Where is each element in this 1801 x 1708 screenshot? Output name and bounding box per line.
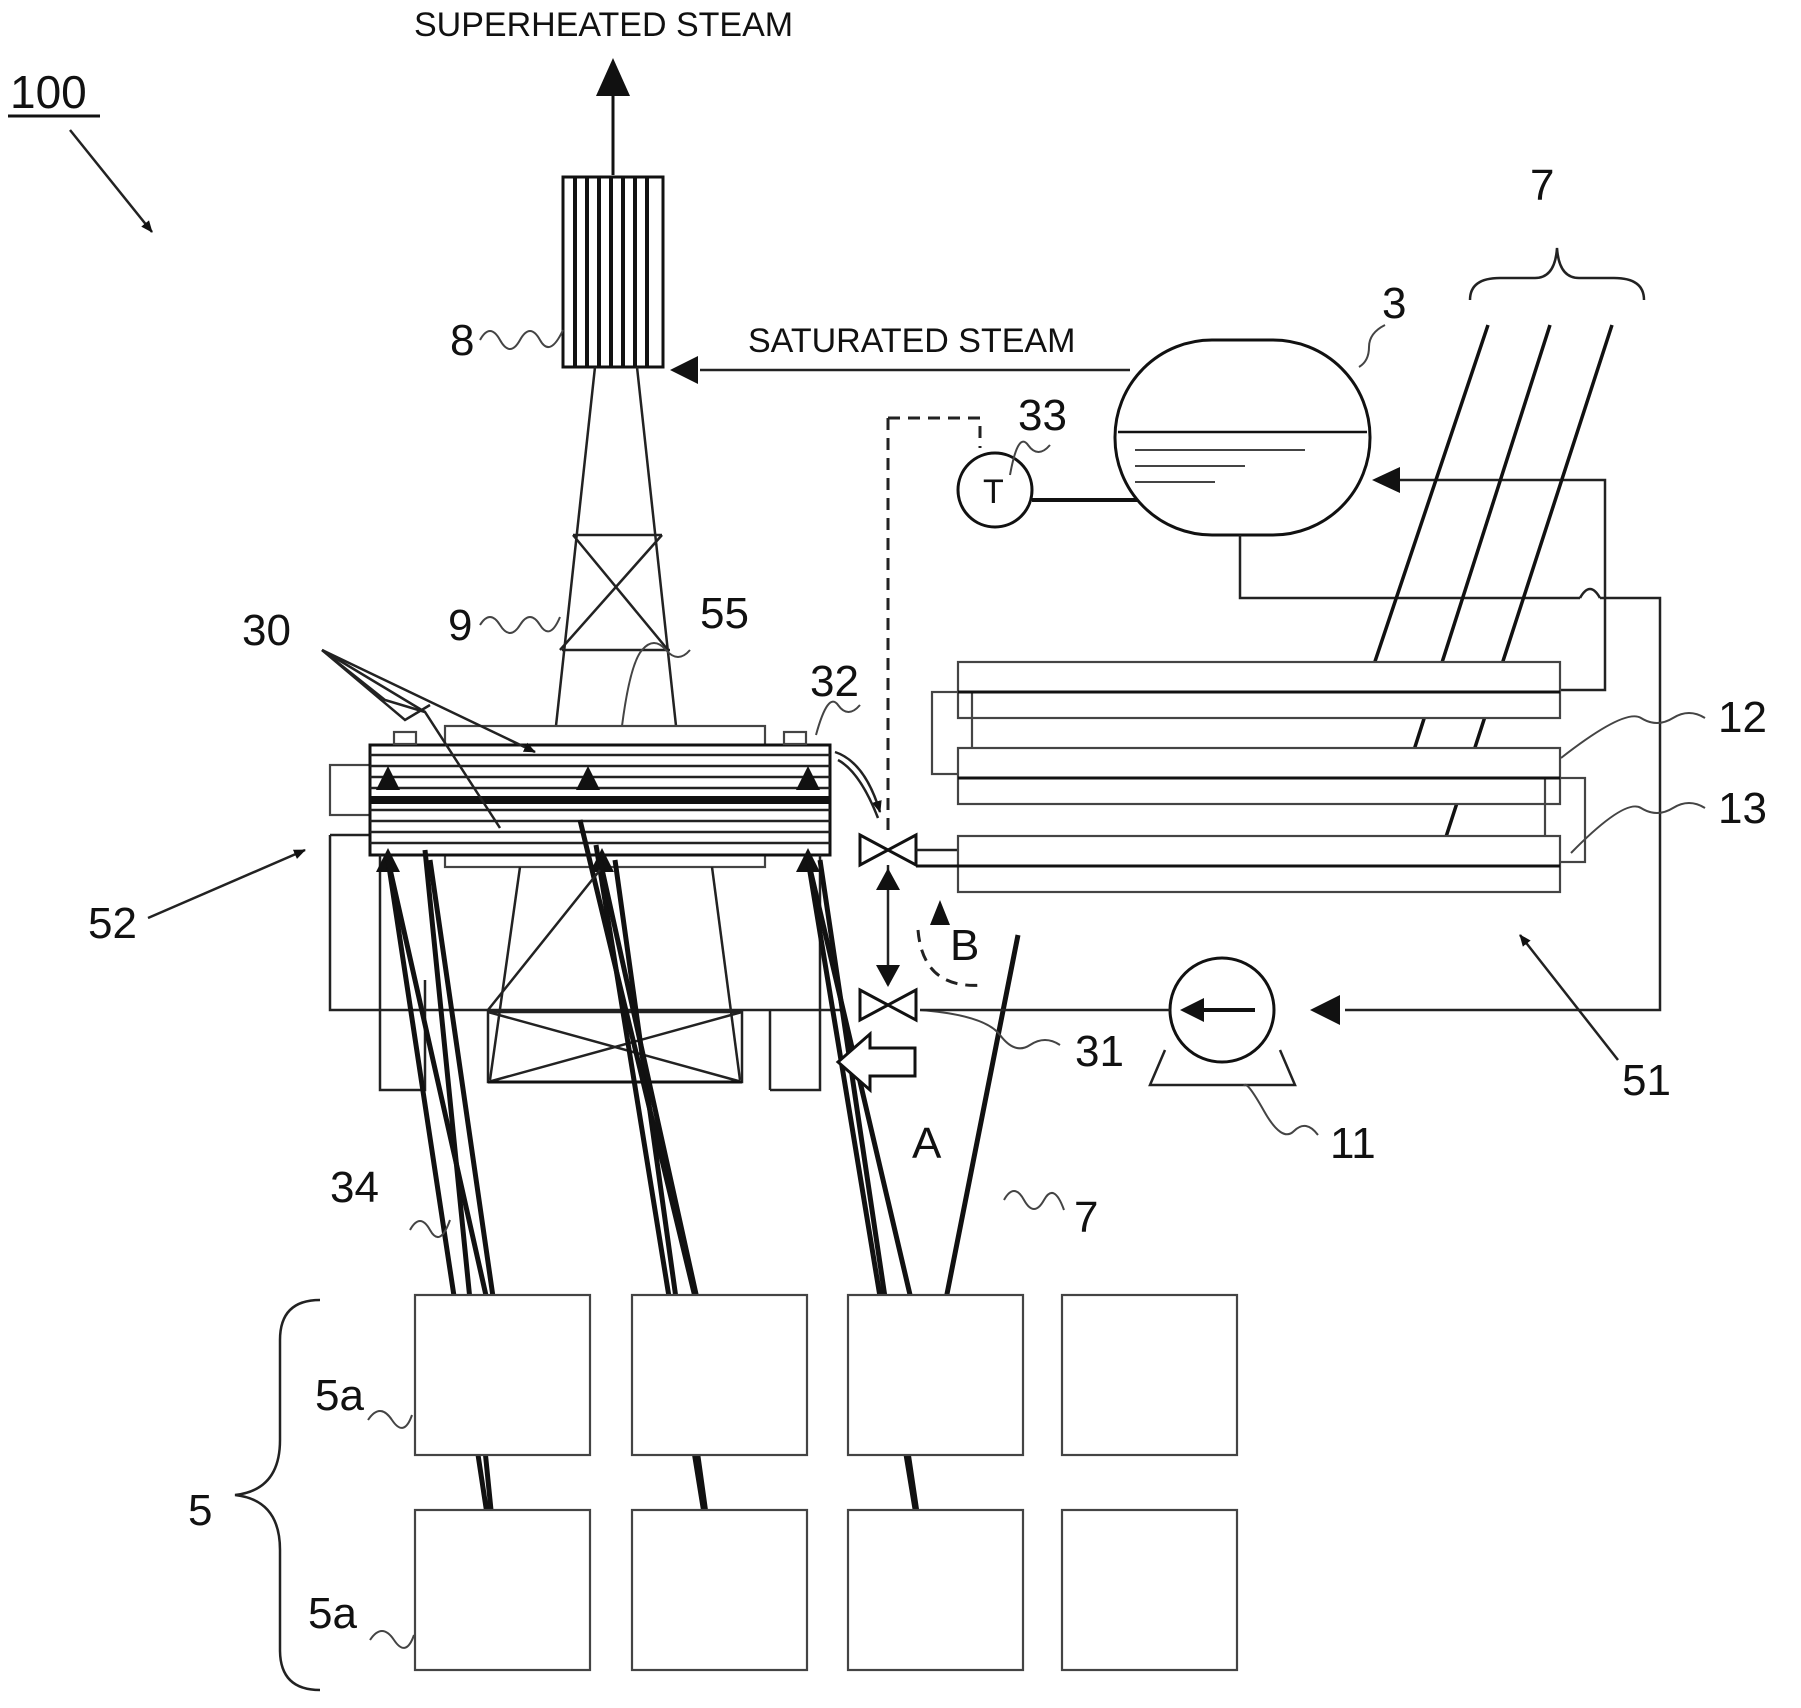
insulation-55: 55 <box>445 589 765 748</box>
arrow-left-icon <box>1310 995 1340 1025</box>
saturated-steam-line: SATURATED STEAM <box>670 322 1130 384</box>
heliostat-mirror <box>632 1510 807 1670</box>
heliostat-mirror <box>848 1295 1023 1455</box>
arrow-left-icon <box>670 356 698 384</box>
saturated-steam-label: SATURATED STEAM <box>748 322 1075 360</box>
reflected-light-left-label: 34 <box>330 1163 379 1212</box>
heliostat-upper-label: 5a <box>315 1371 364 1420</box>
evaporator-label: 51 <box>1622 1056 1671 1105</box>
reflected-light-right-label: 7 <box>1074 1193 1098 1242</box>
tower: 9 <box>448 367 677 735</box>
heliostat-mirror <box>1062 1295 1237 1455</box>
receiver-52: 52 <box>88 732 840 1090</box>
drum-label: 3 <box>1382 279 1406 328</box>
receiver-tube-13-label: 13 <box>1718 784 1767 833</box>
steam-drum-3: 3 <box>1115 279 1660 1010</box>
thermometer-label: 33 <box>1018 391 1067 440</box>
receiver-label: 52 <box>88 899 137 948</box>
evaporator-51: 12 13 51 <box>916 662 1767 1105</box>
flow-b-label: B <box>950 921 979 970</box>
reflected-light-rays: 34 7 <box>330 820 1098 1600</box>
tower-label: 9 <box>448 601 472 650</box>
valve-31-label: 31 <box>1075 1027 1124 1076</box>
flow-a-label: A <box>912 1119 942 1168</box>
heliostat-mirror <box>415 1295 590 1455</box>
heat-transfer-tubes-label: 30 <box>242 606 291 655</box>
valve-32-label: 32 <box>810 657 859 706</box>
reflected-light-brace-label: 7 <box>1530 161 1554 210</box>
heliostat-mirror <box>632 1295 807 1455</box>
pump-11: 11 <box>920 958 1376 1168</box>
temp-symbol: T <box>983 473 1004 511</box>
superheated-steam-outlet: SUPERHEATED STEAM <box>414 6 793 175</box>
svg-text:100: 100 <box>10 66 87 118</box>
pump-label: 11 <box>1330 1119 1376 1168</box>
insulation-label: 55 <box>700 589 749 638</box>
heliostat-mirror <box>1062 1510 1237 1670</box>
heliostat-mirror <box>848 1510 1023 1670</box>
superheater: 8 <box>450 177 663 367</box>
heliostat-lower-label: 5a <box>308 1589 357 1638</box>
superheater-label: 8 <box>450 316 474 365</box>
heliostat-field-label: 5 <box>188 1486 212 1535</box>
superheated-steam-label: SUPERHEATED STEAM <box>414 6 793 44</box>
arrow-left-icon <box>1372 467 1400 493</box>
figure-pointer-arrow <box>70 130 152 232</box>
heliostat-mirror <box>415 1510 590 1670</box>
receiver-tube-12-label: 12 <box>1718 693 1767 742</box>
heliostat-field: 5 5a 5a <box>188 1295 1237 1690</box>
figure-number: 100 <box>8 66 152 232</box>
arrow-up-icon <box>596 58 630 96</box>
